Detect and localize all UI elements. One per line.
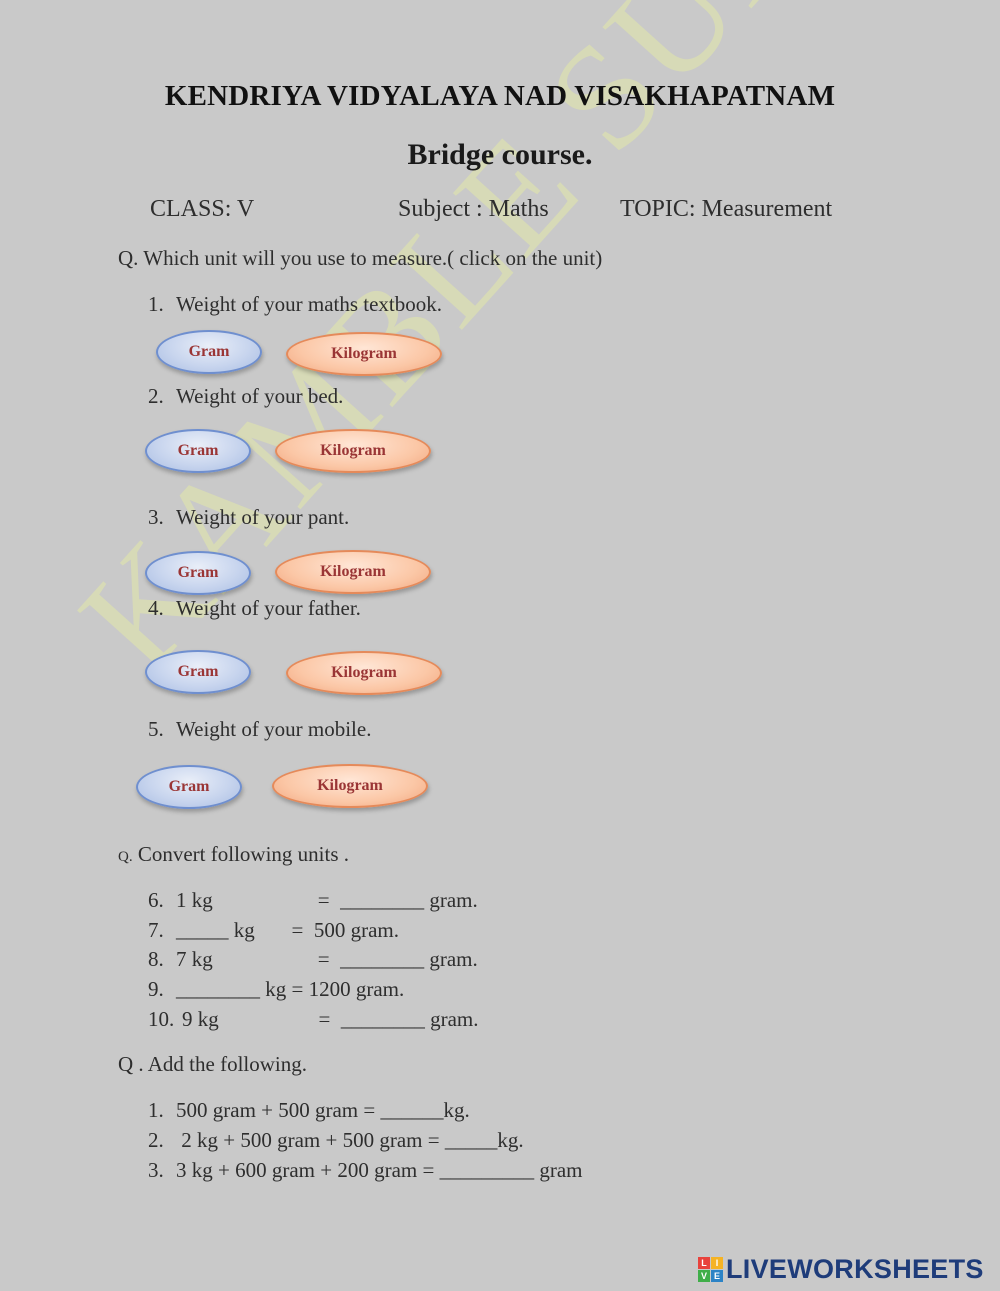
kilogram-button-1[interactable]: Kilogram — [286, 332, 442, 376]
gram-button-3[interactable]: Gram — [145, 551, 251, 595]
list-item: 8. 7 kg = ________ gram. — [148, 947, 478, 972]
gram-button-5[interactable]: Gram — [136, 765, 242, 809]
item-text: 1 kg = ________ gram. — [176, 888, 478, 912]
list-item: 2. 2 kg + 500 gram + 500 gram = _____kg. — [148, 1128, 524, 1153]
item-text: 7 kg = ________ gram. — [176, 947, 478, 971]
item-number: 9. — [148, 977, 164, 1001]
question-convert: Q. Convert following units . — [118, 842, 349, 867]
kilogram-button-4[interactable]: Kilogram — [286, 651, 442, 695]
kilogram-button-3[interactable]: Kilogram — [275, 550, 431, 594]
list-item: 3. 3 kg + 600 gram + 200 gram = _________… — [148, 1158, 582, 1183]
item-number: 2. — [148, 384, 164, 408]
list-item: 5. Weight of your mobile. — [148, 717, 371, 742]
item-text: ________ kg = 1200 gram. — [176, 977, 405, 1001]
school-title: KENDRIYA VIDYALAYA NAD VISAKHAPATNAM — [164, 80, 836, 112]
question-add: Q . Add the following. — [118, 1052, 307, 1076]
list-item: 7. _____ kg = 500 gram. — [148, 918, 399, 943]
item-text: 3 kg + 600 gram + 200 gram = _________ g… — [176, 1158, 583, 1182]
item-text: 2 kg + 500 gram + 500 gram = _____kg. — [176, 1128, 524, 1152]
item-number: 3. — [148, 1158, 164, 1182]
list-item: 10. 9 kg = ________ gram. — [148, 1007, 479, 1032]
course-title: Bridge course. — [407, 138, 593, 171]
item-number: 3. — [148, 505, 164, 529]
item-text: Weight of your father. — [176, 596, 361, 620]
item-number: 5. — [148, 717, 164, 741]
item-number: 7. — [148, 918, 164, 942]
logo-letter: I — [711, 1257, 723, 1269]
list-item: 1. Weight of your maths textbook. — [148, 292, 442, 317]
item-text: Weight of your mobile. — [176, 717, 372, 741]
list-item: 2. Weight of your bed. — [148, 384, 343, 409]
logo-text: LIVEWORKSHEETS — [726, 1254, 984, 1284]
item-text: Weight of your pant. — [176, 505, 350, 529]
item-text: 9 kg = ________ gram. — [182, 1007, 479, 1031]
item-number: 6. — [148, 888, 164, 912]
item-text: _____ kg = 500 gram. — [176, 918, 399, 942]
list-item: 6. 1 kg = ________ gram. — [148, 888, 478, 913]
list-item: 4. Weight of your father. — [148, 596, 361, 621]
question-text: Convert following units . — [132, 842, 350, 866]
list-item: 3. Weight of your pant. — [148, 505, 349, 530]
topic-label: TOPIC: Measurement — [620, 196, 833, 222]
item-text: Weight of your maths textbook. — [176, 292, 443, 316]
subject-label: Subject : Maths — [398, 196, 549, 222]
question-unit-choice: Q. Which unit will you use to measure.( … — [118, 246, 603, 270]
logo-letter: V — [698, 1270, 710, 1282]
gram-button-4[interactable]: Gram — [145, 650, 251, 694]
item-number: 8. — [148, 947, 164, 971]
class-label: CLASS: V — [150, 196, 255, 222]
list-item: 9. ________ kg = 1200 gram. — [148, 977, 404, 1002]
liveworksheets-logo[interactable]: L I V E LIVEWORKSHEETS — [698, 1254, 984, 1285]
gram-button-2[interactable]: Gram — [145, 429, 251, 473]
logo-letter: E — [711, 1270, 723, 1282]
kilogram-button-5[interactable]: Kilogram — [272, 764, 428, 808]
list-item: 1. 500 gram + 500 gram = ______kg. — [148, 1098, 470, 1123]
item-number: 4. — [148, 596, 164, 620]
question-prefix: Q. — [118, 849, 133, 865]
logo-mark-icon: L I V E — [698, 1257, 723, 1282]
item-number: 1. — [148, 1098, 164, 1122]
logo-letter: L — [698, 1257, 710, 1269]
item-number: 10. — [148, 1007, 175, 1031]
item-text: Weight of your bed. — [176, 384, 344, 408]
item-number: 1. — [148, 292, 164, 316]
item-text: 500 gram + 500 gram = ______kg. — [176, 1098, 470, 1122]
gram-button-1[interactable]: Gram — [156, 330, 262, 374]
kilogram-button-2[interactable]: Kilogram — [275, 429, 431, 473]
item-number: 2. — [148, 1128, 164, 1152]
